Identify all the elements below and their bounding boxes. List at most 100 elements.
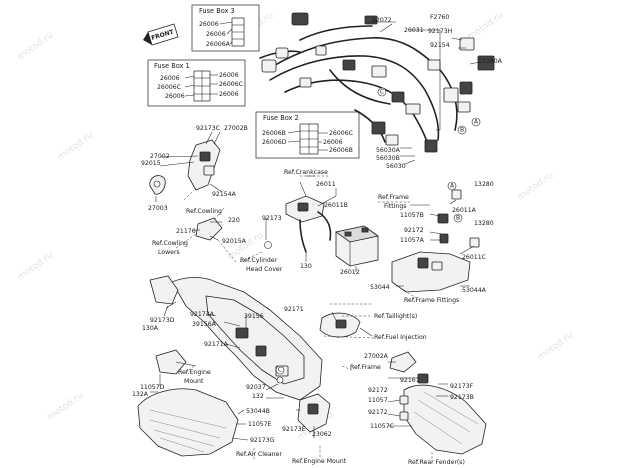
part-label: 11057B bbox=[400, 212, 424, 219]
part-label: F2760 bbox=[430, 14, 449, 21]
watermark: motod.ru bbox=[56, 131, 96, 163]
ref-engine-mount: Ref.Engine Mount bbox=[292, 458, 347, 465]
part-label: 130A bbox=[142, 325, 159, 332]
ref-engine-mount: Ref.Engine bbox=[178, 369, 211, 376]
part-label: 92172 bbox=[368, 409, 388, 416]
ref-cowling: Ref.Cowling bbox=[186, 208, 222, 215]
part-label: 92171 bbox=[284, 306, 304, 313]
fuse-box-1-part: 26006 bbox=[219, 91, 239, 98]
part-label: 92037 bbox=[246, 384, 266, 391]
engine-mount-bracket-group bbox=[296, 393, 331, 438]
fuse-box-2-part: 26006B bbox=[329, 147, 353, 154]
part-label: 130 bbox=[300, 263, 312, 270]
ref-air-cleaner: Ref.Air Cleaner bbox=[236, 451, 282, 458]
ref-crankcase: Ref.Crankcase bbox=[284, 169, 328, 176]
part-label: 21176 bbox=[176, 228, 196, 235]
fuse-box-1-part: 26006 bbox=[165, 93, 185, 100]
reference-leaders bbox=[175, 175, 433, 462]
main-harness bbox=[259, 12, 473, 153]
ref-frame-fittings: Ref.Frame Fittings bbox=[404, 297, 459, 304]
relay-group bbox=[457, 37, 495, 113]
front-direction-tag: FRONT bbox=[143, 23, 179, 46]
ref-rear-fender: Ref.Rear Fender(s) bbox=[408, 459, 465, 466]
ref-cowling-lowers: Ref.Cowling bbox=[152, 240, 188, 247]
part-label: 92173B bbox=[450, 394, 474, 401]
callout-c: C bbox=[278, 367, 282, 374]
part-label: 132 bbox=[252, 393, 264, 400]
ref-taillight: Ref.Taillight(s) bbox=[374, 313, 417, 320]
battery-group bbox=[264, 175, 379, 272]
part-label: 11057C bbox=[370, 423, 394, 430]
ref-cowling-lowers: Lowers bbox=[158, 249, 180, 256]
frame-fittings-group bbox=[391, 189, 480, 293]
taillight-group bbox=[319, 311, 373, 338]
part-label: 92015 bbox=[141, 160, 161, 167]
reference-labels: Ref.Crankcase Ref.Cowling Ref.Cowling Lo… bbox=[152, 169, 465, 466]
fuse-box-3-part: 26006A bbox=[206, 41, 231, 48]
ref-cylinder-head-cover: Ref.Cylinder bbox=[240, 257, 278, 264]
part-label: 13280A bbox=[478, 58, 503, 65]
ref-fuel-injection: Ref.Fuel Injection bbox=[374, 334, 427, 341]
part-label: 92173E bbox=[282, 426, 306, 433]
fuse-box-3-part: 26006 bbox=[206, 31, 226, 38]
part-label: 92173D bbox=[150, 317, 175, 324]
part-label: 11057D bbox=[140, 384, 165, 391]
part-label: 26012 bbox=[340, 269, 360, 276]
part-label: 26011B bbox=[324, 202, 348, 209]
watermark: motod.ru bbox=[16, 251, 56, 283]
part-label: 92154A bbox=[212, 191, 237, 198]
watermark: motod.ru bbox=[516, 171, 556, 203]
rear-fender-group bbox=[387, 351, 487, 455]
part-label: 92161 bbox=[400, 377, 420, 384]
ref-cylinder-head-cover: Head Cover bbox=[246, 266, 283, 273]
part-label: 27003 bbox=[148, 205, 168, 212]
part-label: 11057A bbox=[400, 237, 425, 244]
part-label: 92172 bbox=[368, 387, 388, 394]
part-label: 132A bbox=[132, 391, 149, 398]
part-label: 26011C bbox=[462, 254, 486, 261]
fuse-box-2-part: 26006C bbox=[329, 130, 353, 137]
ref-frame: Ref.Frame bbox=[350, 364, 381, 371]
part-label: 39156 bbox=[244, 313, 264, 320]
callout-b: B bbox=[456, 215, 460, 222]
part-label: 92015A bbox=[222, 238, 247, 245]
part-label: 53044B bbox=[246, 408, 270, 415]
fuse-box-3-title: Fuse Box 3 bbox=[199, 7, 235, 15]
part-label: 92173C bbox=[196, 125, 220, 132]
fuse-box-1-part: 26006 bbox=[160, 75, 180, 82]
part-label: 56030A bbox=[376, 147, 401, 154]
fuse-box-1-title: Fuse Box 1 bbox=[154, 62, 190, 70]
watermark: motod.ru bbox=[536, 331, 576, 363]
part-label: 11057E bbox=[248, 421, 272, 428]
part-label: 53044A bbox=[462, 287, 487, 294]
part-label: 39156A bbox=[192, 321, 217, 328]
callout-b: B bbox=[460, 127, 464, 134]
callout-a: A bbox=[474, 119, 479, 126]
part-label: 56030B bbox=[376, 155, 400, 162]
part-label: 27002 bbox=[150, 153, 170, 160]
part-label: 92171A bbox=[204, 341, 229, 348]
fuse-box-2: Fuse Box 2 26006B 26006D 26006C 26006 26… bbox=[255, 111, 360, 159]
watermark: motod.ru bbox=[46, 391, 86, 423]
fuse-box-1-part: 26006 bbox=[219, 72, 239, 79]
part-label: 26011 bbox=[316, 181, 336, 188]
part-label: 13280 bbox=[474, 181, 494, 188]
part-label: 27002B bbox=[224, 125, 248, 132]
part-label: 92154 bbox=[430, 42, 450, 49]
cowling-bracket-group bbox=[149, 131, 237, 263]
ref-engine-mount: Mount bbox=[184, 378, 204, 385]
fuse-box-3: Fuse Box 3 26006 26006 26006A bbox=[191, 4, 260, 52]
part-label: 53044 bbox=[370, 284, 390, 291]
fuse-box-2-part: 26006D bbox=[262, 139, 287, 146]
leaders-top bbox=[366, 21, 481, 165]
part-label: 56030 bbox=[386, 163, 406, 170]
callout-a: A bbox=[450, 183, 455, 190]
part-number-labels: 92072 F2760 92173H 26031 92154 13280A 56… bbox=[132, 14, 503, 444]
part-label: 220 bbox=[228, 217, 240, 224]
part-label: 92172 bbox=[404, 227, 424, 234]
part-label: 23062 bbox=[312, 431, 332, 438]
fuse-box-2-part: 26006 bbox=[323, 139, 343, 146]
part-label: 92173A bbox=[190, 311, 215, 318]
part-label: 11057 bbox=[368, 397, 388, 404]
part-label: 92173F bbox=[450, 383, 474, 390]
